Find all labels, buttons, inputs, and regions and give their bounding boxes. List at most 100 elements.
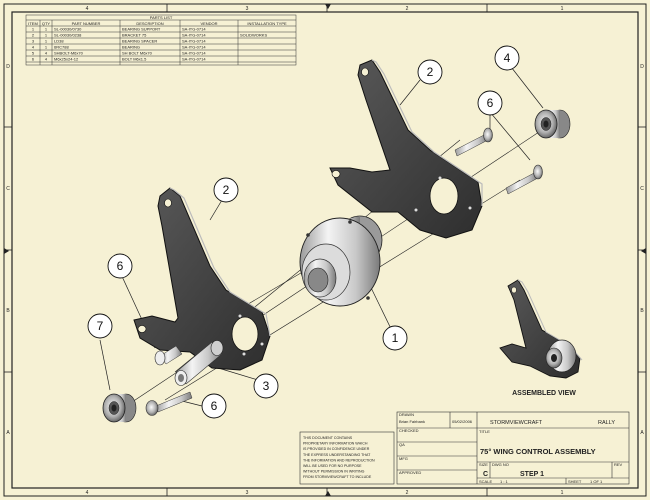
bom-cell: 6RC788	[54, 45, 69, 50]
header-description: DESCRIPTION	[136, 21, 163, 26]
bom-cell: SA-ITG-0714	[182, 45, 206, 50]
note-line: THE INFORMATION AND REPRODUCTION	[303, 458, 375, 462]
title-label: TITLE	[479, 429, 490, 434]
bom-cell: 1	[32, 27, 35, 32]
zone-row-right-3: B	[640, 308, 644, 314]
balloon-1-label: 1	[392, 331, 399, 345]
bom-cell: 4	[45, 51, 48, 56]
zone-col-bottom-4: 1	[561, 490, 564, 496]
zone-col-top-1: 4	[86, 6, 89, 12]
balloon-6-front-upper-label: 6	[117, 259, 124, 273]
bom-cell: SA-ITG-0714	[182, 51, 206, 56]
bom-cell: SA-ITG-0714	[182, 39, 206, 44]
bom-cell: SHBOLT-M6x70	[54, 51, 84, 56]
bolt-rear-lower	[505, 164, 543, 195]
bom-cell: 1	[45, 45, 48, 50]
balloon-2-rear: 2	[417, 59, 443, 85]
scale-value: 1 : 1	[500, 479, 509, 484]
size-label: SIZE	[479, 462, 488, 467]
bolt-rear-upper	[454, 127, 493, 157]
bom-cell: 6	[32, 57, 35, 62]
zone-row-left-3: B	[6, 308, 10, 314]
bom-cell: 2	[32, 33, 35, 38]
balloon-6-rear: 6	[477, 90, 503, 116]
rev-label: REV	[614, 462, 623, 467]
zone-labels: 4 3 2 1 4 3 2 1 D C B A D C B A	[6, 6, 644, 496]
balloon-2-front-label: 2	[223, 183, 230, 197]
bracket-front	[133, 187, 271, 371]
sheet-value: 1 OF 1	[590, 479, 603, 484]
bom-cell: SH BOLT M6x70	[122, 51, 153, 56]
balloon-2-front: 2	[213, 177, 239, 203]
drawing-title: 75° WING CONTROL ASSEMBLY	[480, 447, 596, 456]
balloon-2-rear-label: 2	[427, 65, 434, 79]
balloon-6-front-lower: 6	[201, 393, 227, 419]
parts-list-title: PARTS LIST	[150, 15, 173, 20]
parts-list-header: ITEM QTY PART NUMBER DESCRIPTION VENDOR …	[28, 21, 287, 26]
balloon-3-label: 3	[263, 379, 270, 393]
sheet-label: SHEET	[568, 479, 582, 484]
bearing-support	[299, 215, 383, 307]
bom-cell: SOLIDWORKS	[240, 33, 267, 38]
zone-col-bottom-3: 2	[406, 490, 409, 496]
header-part-number: PART NUMBER	[72, 21, 101, 26]
note-line: THIS DOCUMENT CONTAINS	[303, 436, 353, 440]
drawn-by: Brian Fairbank	[399, 419, 425, 424]
zone-col-top-4: 1	[561, 6, 564, 12]
bom-cell: SA-ITG-0714	[182, 27, 206, 32]
zone-row-left-1: D	[6, 64, 10, 70]
balloon-7: 7	[87, 313, 113, 339]
title-block	[396, 411, 630, 485]
bom-cell: M6x25x24-12	[54, 57, 79, 62]
approved-label: APPROVED	[399, 470, 421, 475]
header-item: ITEM	[28, 21, 38, 26]
dwg-no: STEP 1	[520, 471, 544, 478]
bom-cell: 1	[45, 33, 48, 38]
checked-label: CHECKED	[399, 428, 419, 433]
balloon-4-label: 4	[504, 51, 511, 65]
note-line: WILL BE USED FOR NO PURPOSE	[303, 464, 362, 468]
company-location: RALLY	[598, 420, 615, 426]
assembled-view-drawing	[499, 279, 583, 379]
bom-cell: SA-ITG-0714	[182, 57, 206, 62]
drawn-date: 05/02/2006	[452, 419, 473, 424]
bearing-spacer	[174, 340, 224, 386]
zone-row-left-4: A	[6, 430, 10, 436]
bom-cell: 1	[45, 27, 48, 32]
bom-cell: BEARING SUPPORT	[122, 27, 161, 32]
zone-row-right-1: D	[640, 64, 644, 70]
bom-cell: SL-00030/0238	[54, 33, 82, 38]
scale-label: SCALE	[479, 479, 492, 484]
bom-cell: 5	[32, 51, 35, 56]
balloon-3: 3	[253, 373, 279, 399]
bearing-rear	[534, 109, 571, 139]
note-line: THE EXPRESS UNDERSTANDING THAT	[303, 453, 371, 457]
balloon-6-rear-label: 6	[487, 96, 494, 110]
bom-cell: SL-00030/0730	[54, 27, 82, 32]
header-vendor: VENDOR	[200, 21, 217, 26]
zone-row-left-2: C	[6, 186, 10, 192]
bom-cell: BEARING	[122, 45, 140, 50]
zone-col-bottom-2: 3	[246, 490, 249, 496]
zone-col-top-3: 2	[406, 6, 409, 12]
notes-box	[299, 431, 395, 485]
zone-col-bottom-1: 4	[86, 490, 89, 496]
zone-col-top-2: 3	[246, 6, 249, 12]
balloon-6-front-lower-label: 6	[211, 399, 218, 413]
balloon-7-label: 7	[97, 319, 104, 333]
bom-cell: BOLT M6x1.5	[122, 57, 147, 62]
bom-cell: SA-ITG-0714	[182, 33, 206, 38]
bom-cell: 3	[32, 39, 35, 44]
note-line: IS PROVIDED IN CONFIDENCE UNDER	[303, 447, 370, 451]
zone-row-right-4: A	[640, 430, 644, 436]
header-qty: QTY	[42, 21, 51, 26]
company-name: STORMVIEWCRAFT	[490, 420, 543, 426]
bom-cell: 4	[45, 57, 48, 62]
bom-cell: BRACKET 75	[122, 33, 147, 38]
bolt-front-upper	[154, 345, 183, 366]
qa-label: QA	[399, 442, 405, 447]
drawn-label: DRAWN	[399, 412, 414, 417]
